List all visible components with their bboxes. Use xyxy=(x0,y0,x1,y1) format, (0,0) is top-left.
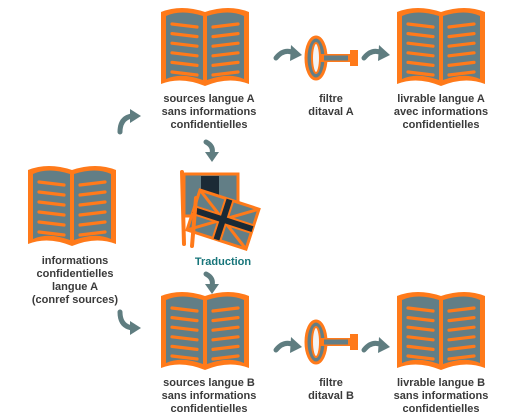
label-source-info: informations confidentielles langue A (c… xyxy=(31,255,119,306)
curved-arrow-icon-from-translation xyxy=(203,271,219,294)
book-icon-deliverable-b xyxy=(397,292,485,370)
curved-arrow-icon-to-filter-a xyxy=(273,45,302,61)
label-filter-b: filtre ditaval B xyxy=(308,377,354,402)
curved-arrow-icon-to-deliverable-b xyxy=(361,337,390,353)
curved-arrow-icon-to-deliverable-a xyxy=(361,45,390,61)
funnel-icon-b xyxy=(304,319,358,365)
label-filter-a: filtre ditaval A xyxy=(308,93,354,118)
book-icon-source-info xyxy=(28,166,116,246)
label-translation: Traduction xyxy=(194,256,252,268)
label-sources-b: sources langue B sans informations confi… xyxy=(161,377,257,415)
curved-arrow-icon-to-translation xyxy=(203,139,219,162)
label-deliverable-a: livrable langue A avec informations conf… xyxy=(393,93,489,131)
funnel-icon-a xyxy=(304,35,358,81)
curved-arrow-icon-to-sources-b xyxy=(117,309,141,335)
flags-icon xyxy=(180,170,261,251)
label-sources-a: sources langue A sans informations confi… xyxy=(161,93,257,131)
curved-arrow-icon-to-filter-b xyxy=(273,337,302,353)
book-icon-deliverable-a xyxy=(397,8,485,86)
label-deliverable-b: livrable langue B sans informations conf… xyxy=(393,377,489,415)
curved-arrow-icon-to-sources-a xyxy=(117,109,141,135)
book-icon-sources-b xyxy=(161,292,249,370)
book-icon-sources-a xyxy=(161,8,249,86)
